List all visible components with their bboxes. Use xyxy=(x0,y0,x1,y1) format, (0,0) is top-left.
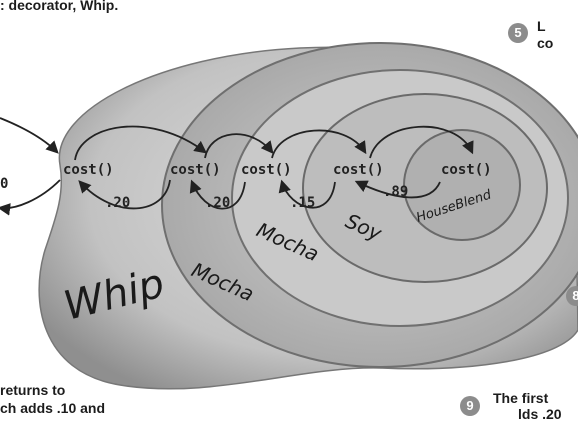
caption-bottom-right-line1: The first xyxy=(493,390,548,407)
cost-label-whip: cost() xyxy=(63,162,114,178)
caption-top-left: : decorator, Whip. xyxy=(0,0,118,14)
caption-bottom-left-line1: returns to xyxy=(0,382,65,399)
step-five-badge: 5 xyxy=(508,23,528,43)
cost-label-houseblend: cost() xyxy=(441,162,492,178)
caption-bottom-right-line2: lds .20 xyxy=(518,406,562,423)
value-mocha-inner-return: .15 xyxy=(290,195,315,211)
call-arrow-incoming xyxy=(0,118,57,152)
cost-label-soy: cost() xyxy=(333,162,384,178)
caption-top-right-line1: L xyxy=(537,18,546,35)
return-arrow-whip-out xyxy=(0,180,60,208)
caption-top-right-line2: co xyxy=(537,35,553,52)
caption-bottom-left-line2: ch adds .10 and xyxy=(0,400,105,417)
cost-label-mocha-outer: cost() xyxy=(170,162,221,178)
cost-label-mocha-inner: cost() xyxy=(241,162,292,178)
value-left-edge: 0 xyxy=(0,176,8,192)
step-nine-badge: 9 xyxy=(460,396,480,416)
